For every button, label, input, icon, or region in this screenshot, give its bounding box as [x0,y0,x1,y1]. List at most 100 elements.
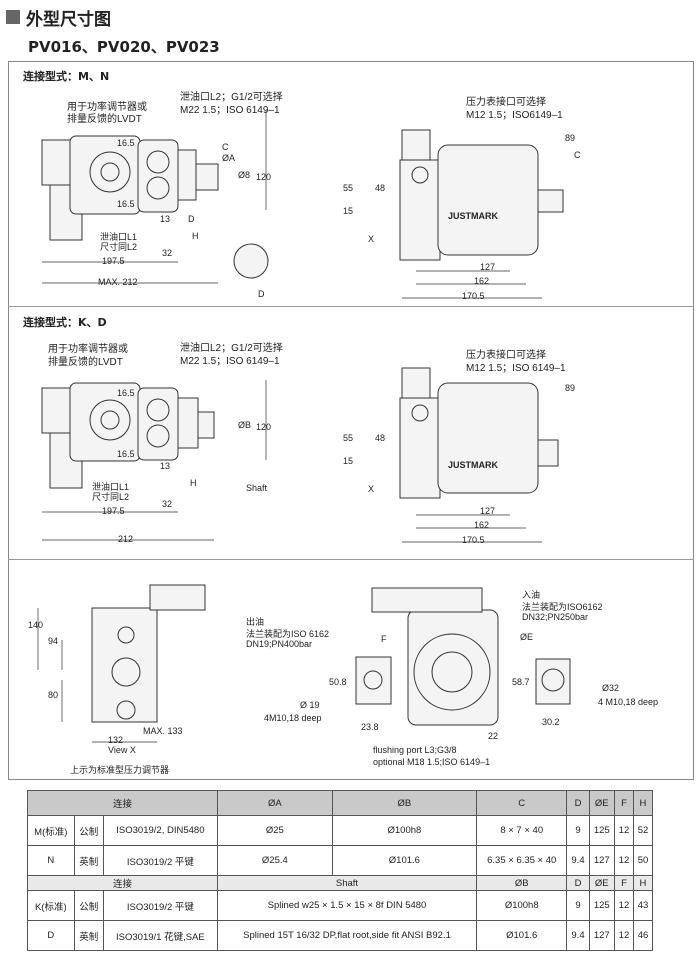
s2-note: M22 1.5；ISO 6149–1 [180,356,280,367]
page-title: 外型尺寸图 [26,9,111,30]
table-header: ØE [588,790,615,816]
table-header: D [566,875,590,891]
table-header: ØB [476,875,568,891]
brand-logo-2: JUSTMARK [448,460,499,470]
s1-dim: 16.5 [117,138,135,148]
s3-dim: MAX. 133 [143,726,183,736]
table-cell: M(标准) [27,815,75,846]
s2-dim: 15 [343,456,354,466]
s2-dim: X [368,484,375,494]
s3-note: 入油 [522,590,541,600]
s1-dim: 170.5 [462,291,485,301]
table-cell: 6.35 × 6.35 × 40 [476,845,568,876]
s1-dim: ØA [222,153,236,163]
table-cell: 125 [588,890,615,921]
s1-note: 泄油口L2；G1/2可选择 [180,92,283,103]
table-cell: 12 [613,890,634,921]
s2-note: 压力表接口可选择 [466,350,546,361]
table-cell: 125 [588,815,615,846]
s1-dim: 16.5 [117,199,135,209]
s2-note: 用于功率调节器或 [48,344,128,355]
s3-dim: 30.2 [542,717,560,727]
s2-note: 尺寸同L2 [92,492,130,502]
s2-dim: 48 [375,433,386,443]
table-header: C [476,790,568,816]
table-cell: K(标准) [27,890,75,921]
table-cell: 46 [632,920,654,951]
s2-dim: 89 [565,383,576,393]
s2-dim: 55 [343,433,354,443]
brand-logo-1: JUSTMARK [448,211,499,221]
section1-title: 连接型式：M、N [23,70,110,83]
s3-note: 法兰装配为ISO6162 [522,602,603,612]
s3-note: flushing port L3;G3/8 [373,745,457,755]
table-cell: 12 [613,920,634,951]
table-row: M(标准) 公制 ISO3019/2, DIN5480 Ø25 Ø100h8 8… [27,815,654,846]
table-header: F [613,875,634,891]
s1-dim: 32 [162,248,173,258]
s3-dim: 132 [108,735,124,745]
s2-dim: 16.5 [117,388,135,398]
s3-note: DN19;PN400bar [246,639,313,649]
table-cell: D [27,920,75,951]
s1-note: M22 1.5；ISO 6149–1 [180,105,280,116]
table-row: D 英制 ISO3019/1 花键,SAE Splined 15T 16/32 … [27,920,654,951]
s1-dim: Ø8 [238,170,251,180]
table-row: K(标准) 公制 ISO3019/2 平键 Splined w25 × 1.5 … [27,890,654,921]
table-header: ØE [588,875,615,891]
table-cell: 43 [632,890,654,921]
s1-dim: D [258,289,265,299]
s2-dim: 212 [118,534,134,544]
table-row: N 英制 ISO3019/2 平键 Ø25.4 Ø101.6 6.35 × 6.… [27,845,654,876]
s3-note: 法兰装配为ISO 6162 [246,629,330,639]
table-cell: 52 [632,815,654,846]
table-cell: N [27,845,75,876]
s1-dim: 197.5 [102,256,125,266]
s1-dim: H [192,231,199,241]
table-header: ØB [331,790,478,816]
s3-dim: Ø32 [602,683,620,693]
table-cell: Splined w25 × 1.5 × 15 × 8f DIN 5480 [216,890,478,921]
s3-note: optional M18 1.5;ISO 6149–1 [373,757,491,767]
table-header: F [613,790,634,816]
s3-dim: 22 [488,731,499,741]
table-cell: 127 [588,920,615,951]
table-cell: 英制 [73,920,104,951]
table-cell: 9 [566,815,590,846]
s1-dim: 55 [343,183,354,193]
s1-note: 压力表接口可选择 [466,97,546,108]
s3-dim: 94 [48,636,59,646]
s2-note: 泄油口L1 [92,482,130,492]
s3-dim: Ø 19 [300,700,320,710]
s1-dim: 127 [480,262,496,272]
table-cell: ISO3019/1 花键,SAE [102,920,218,951]
s1-dim: 13 [160,214,171,224]
s2-dim: 13 [160,461,171,471]
s1-dim: 162 [474,276,490,286]
s3-dim: ØE [520,632,534,642]
s1-note: 排量反馈的LVDT [67,114,142,125]
s1-dim: C [574,150,581,160]
table-cell: 公制 [73,890,104,921]
table-subheader: 连接 Shaft ØB D ØE F H [27,875,654,891]
s3-dim: F [381,634,387,644]
table-cell: 9 [566,890,590,921]
s3-dim: 58.7 [512,677,530,687]
s3-note: 上示为标准型压力调节器 [70,765,170,775]
table-header: H [632,790,654,816]
s1-dim: 120 [256,172,272,182]
title-row: 外型尺寸图 [6,6,111,30]
title-marker [6,10,20,24]
section2-title: 连接型式：K、D [23,316,107,329]
s3-dim: 80 [48,690,59,700]
s3-dim: 4 M10,18 deep [598,697,659,707]
s1-dim: C [222,142,229,152]
table-cell: Ø100h8 [476,890,568,921]
s1-dim: 48 [375,183,386,193]
s1-dim: D [188,214,195,224]
table-cell: Ø101.6 [476,920,568,951]
s3-dim: 50.8 [329,677,347,687]
table-cell: 9.4 [566,845,590,876]
page-subtitle: PV016、PV020、PV023 [28,38,220,56]
